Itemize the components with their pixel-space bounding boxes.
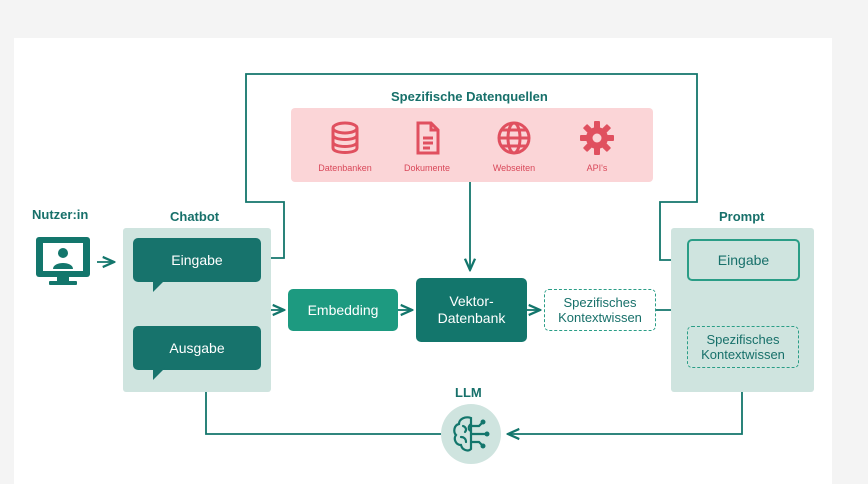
source-label: Webseiten xyxy=(492,163,536,173)
prompt-input-box: Eingabe xyxy=(687,239,800,281)
monitor-user-icon xyxy=(36,237,90,285)
globe-icon xyxy=(497,121,531,155)
prompt-context-box: Spezifisches Kontextwissen xyxy=(687,326,799,368)
user-label: Nutzer:in xyxy=(32,207,89,222)
source-databases: Datenbanken xyxy=(305,118,385,173)
prompt-title: Prompt xyxy=(719,209,765,224)
embedding-label: Embedding xyxy=(307,301,379,318)
chatbot-output-label: Ausgabe xyxy=(169,340,225,356)
llm-node xyxy=(441,404,501,464)
sources-title: Spezifische Datenquellen xyxy=(391,89,548,104)
context-knowledge-label: Spezifisches Kontextwissen xyxy=(558,295,642,325)
llm-label: LLM xyxy=(455,385,482,400)
source-apis: API's xyxy=(557,118,637,173)
chatbot-input-label: Eingabe xyxy=(171,252,223,268)
embedding-box: Embedding xyxy=(288,289,398,331)
arrow-input-to-prompt xyxy=(245,73,698,260)
vector-db-box: Vektor- Datenbank xyxy=(416,278,527,342)
source-label: API's xyxy=(586,163,608,173)
sources-panel: Datenbanken Dokumente Webseiten xyxy=(291,108,653,182)
source-websites: Webseiten xyxy=(474,118,554,173)
prompt-input-label: Eingabe xyxy=(717,251,770,268)
prompt-context-label: Spezifisches Kontextwissen xyxy=(701,332,785,362)
document-icon xyxy=(416,121,440,155)
context-knowledge-box: Spezifisches Kontextwissen xyxy=(544,289,656,331)
chatbot-title: Chatbot xyxy=(170,209,220,224)
source-documents: Dokumente xyxy=(387,118,467,173)
database-icon xyxy=(331,121,359,154)
chatbot-input-bubble: Eingabe xyxy=(133,238,261,292)
vector-db-label: Vektor- Datenbank xyxy=(437,293,506,326)
arrow-llm-to-output xyxy=(206,376,441,435)
brain-circuit-icon xyxy=(453,416,490,452)
source-label: Datenbanken xyxy=(318,163,372,173)
source-label: Dokumente xyxy=(403,163,451,173)
chatbot-output-bubble: Ausgabe xyxy=(133,326,261,380)
arrow-prompt-to-llm xyxy=(508,392,743,434)
gear-icon xyxy=(580,121,614,155)
